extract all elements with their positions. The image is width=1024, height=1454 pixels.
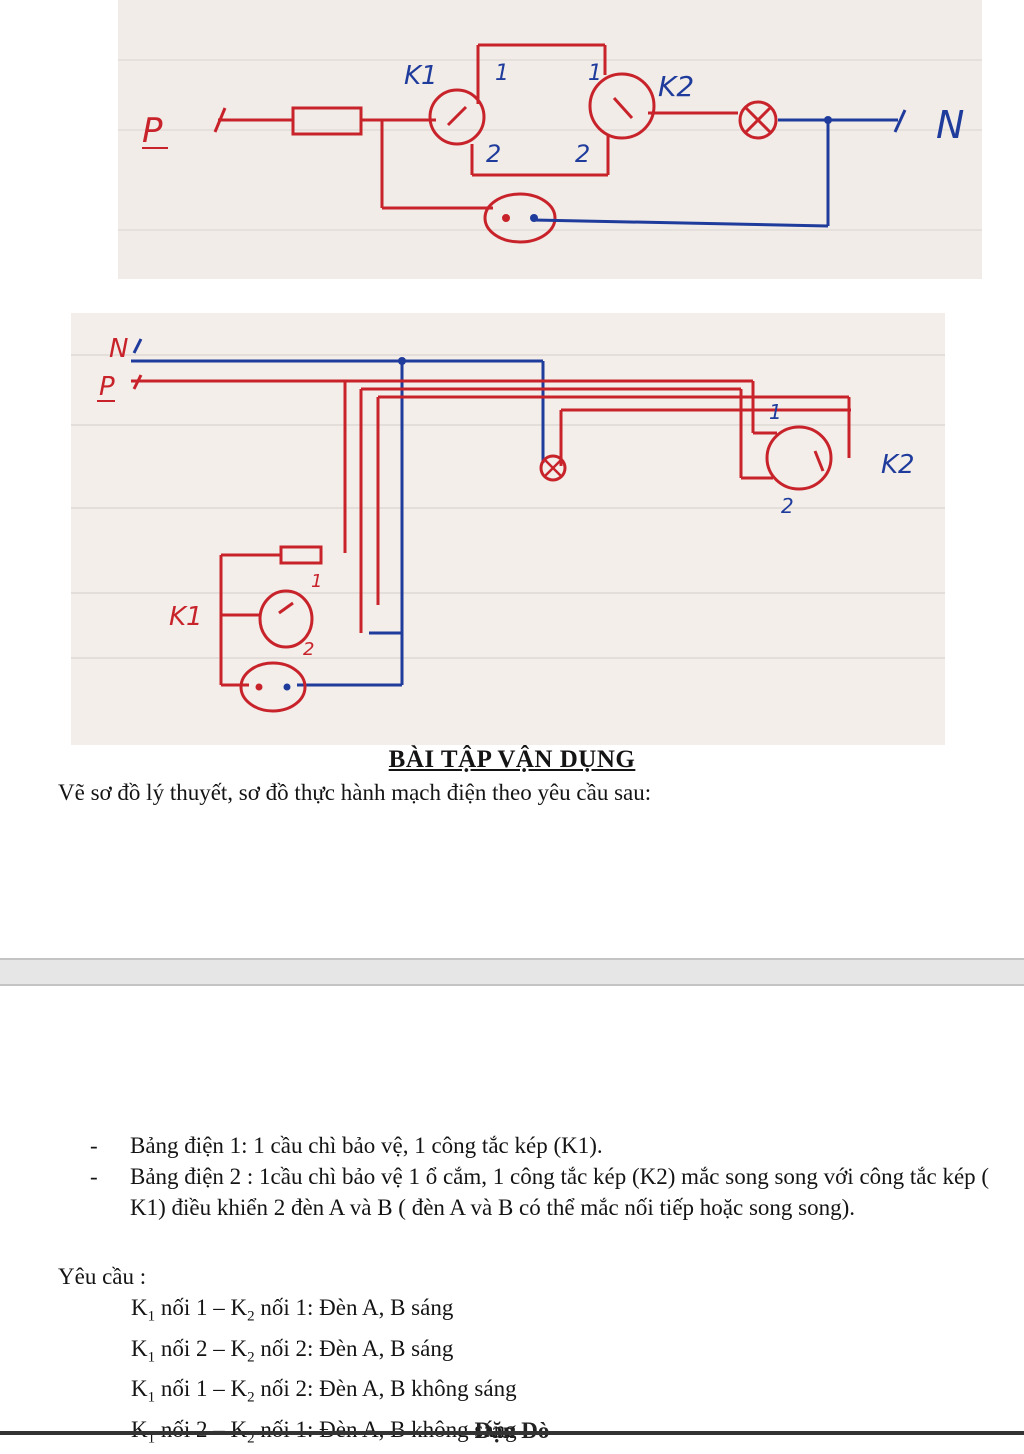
bullet-marker: - <box>90 1164 98 1189</box>
k2-contact-1: 1 <box>588 61 602 86</box>
socket-pin-left <box>255 683 263 691</box>
requirements-label: Yêu cầu : <box>58 1264 147 1289</box>
switch-k2-symbol <box>588 72 656 140</box>
paper-ruling <box>71 354 945 659</box>
lamp-cross-2 <box>744 106 772 134</box>
switch-k2-blade <box>813 450 825 472</box>
circuit-photo-wiring: N P K1 K2 1 2 1 2 <box>71 313 945 745</box>
neutral-junction <box>398 357 406 365</box>
bullet-list: - Bảng điện 1: 1 cầu chì bảo vệ, 1 công … <box>90 1130 1015 1223</box>
requirement-item: K1 nối 2 – K2 nối 2: Đèn A, B sáng <box>131 1335 454 1366</box>
switch-k2-blade <box>612 96 634 120</box>
k1-label: K1 <box>404 61 438 91</box>
page-bottom-edge <box>0 1431 1024 1435</box>
schematic-diagram: P K1 K2 N 1 1 2 2 <box>118 0 982 279</box>
page-break <box>0 958 1024 986</box>
socket-symbol <box>239 661 307 713</box>
red-wires <box>213 43 738 210</box>
neutral-junction <box>824 116 832 124</box>
k2-label: K2 <box>658 70 694 103</box>
neutral-label: N <box>936 103 964 147</box>
k1-contact-2: 2 <box>486 140 501 168</box>
k1-contact-1: 1 <box>311 571 322 592</box>
k2-contact-2: 2 <box>781 494 794 518</box>
switch-k1-blade <box>446 105 468 127</box>
blue-wires <box>131 338 545 687</box>
exercise-heading: BÀI TẬP VẬN DỤNG <box>388 746 636 773</box>
phase-label: P <box>99 372 115 402</box>
blue-wires <box>533 109 907 228</box>
k2-contact-1: 1 <box>769 400 782 424</box>
circuit-photo-schematic: P K1 K2 N 1 1 2 2 <box>118 0 982 279</box>
wiring-diagram: N P K1 K2 1 2 1 2 <box>71 313 945 745</box>
paper-background <box>71 313 945 745</box>
k1-contact-2: 2 <box>303 639 314 660</box>
lamp-cross-2 <box>544 459 562 477</box>
lamp-symbol <box>539 454 567 482</box>
k1-label: K1 <box>169 602 203 632</box>
switch-k2-symbol <box>765 425 833 491</box>
k1-contact-1: 1 <box>495 61 509 86</box>
neutral-label: N <box>109 334 128 364</box>
lamp-symbol <box>738 100 778 140</box>
k2-contact-2: 2 <box>575 140 590 168</box>
list-item: - Bảng điện 2 : 1cầu chì bảo vệ 1 ổ cắm,… <box>90 1161 1015 1223</box>
paper-background <box>118 0 982 279</box>
k2-label: K2 <box>881 450 915 480</box>
bullet-marker: - <box>90 1133 98 1158</box>
phase-label: P <box>142 111 163 151</box>
socket-pin-right <box>283 683 291 691</box>
switch-k1-symbol <box>258 589 314 649</box>
bullet-text: Bảng điện 2 : 1cầu chì bảo vệ 1 ổ cắm, 1… <box>130 1164 990 1220</box>
socket-pin-left <box>502 214 510 222</box>
switch-k1-blade <box>278 601 294 615</box>
requirement-item: K1 nối 1 – K2 nối 1: Đèn A, B sáng <box>131 1295 454 1325</box>
socket-symbol <box>483 192 557 244</box>
requirement-item: K1 nối 1 – K2 nối 2: Đèn A, B không sáng <box>131 1376 517 1406</box>
red-wires <box>131 374 851 687</box>
list-item: - Bảng điện 1: 1 cầu chì bảo vệ, 1 công … <box>90 1130 1015 1161</box>
switch-k1-symbol <box>428 88 486 146</box>
bullet-text: Bảng điện 1: 1 cầu chì bảo vệ, 1 công tắ… <box>130 1133 603 1158</box>
exercise-intro: Vẽ sơ đồ lý thuyết, sơ đồ thực hành mạch… <box>58 780 652 805</box>
